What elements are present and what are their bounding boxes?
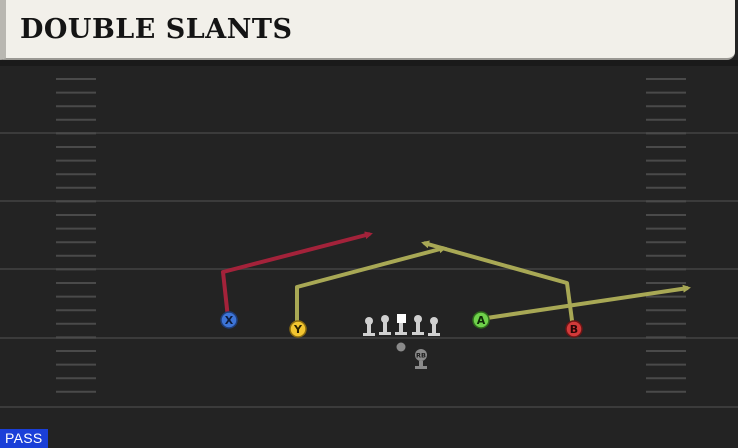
lineman-icon [412,315,424,335]
y-receiver-label: Y [293,323,303,336]
lineman-icon [428,317,440,336]
offensive-line [363,314,440,336]
running-back-label: RB [416,352,426,360]
b-receiver-icon: B [565,320,583,338]
running-back-icon: RB [415,349,427,369]
center-icon [395,314,407,335]
play-title-bar: DOUBLE SLANTS [0,0,735,60]
a-receiver-label: A [477,314,486,327]
route-b [421,240,575,329]
y-receiver-icon: Y [289,320,307,338]
hash-marks [56,78,686,393]
quarterback-icon [396,342,406,352]
play-type-badge: PASS [0,429,48,448]
lineman-icon [379,315,391,335]
a-receiver-icon: A [472,311,490,329]
x-receiver-label: X [225,314,234,327]
title-shadow [0,60,738,66]
x-receiver-icon: X [220,311,238,329]
route-x [221,231,373,319]
lineman-icon [363,317,375,336]
b-receiver-label: B [570,323,578,336]
field-background [0,60,738,448]
play-title: DOUBLE SLANTS [20,14,293,45]
route-a [479,284,691,321]
route-y [295,245,447,328]
